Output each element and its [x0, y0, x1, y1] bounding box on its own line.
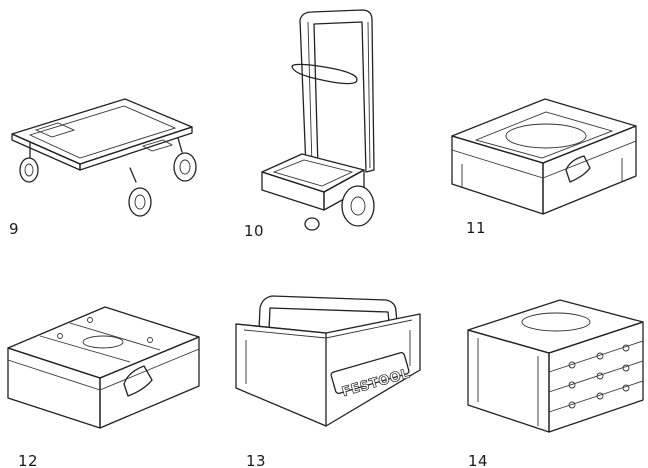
item-number: 11 — [466, 219, 487, 237]
dolly-board-icon — [0, 0, 210, 230]
item-number: 13 — [246, 452, 267, 468]
systainer-case-icon — [0, 0, 648, 240]
item-number: 9 — [9, 220, 20, 238]
item-number: 10 — [244, 222, 265, 240]
item-number: 12 — [18, 452, 39, 468]
item-number: 14 — [468, 452, 489, 468]
hand-truck-cart-icon — [0, 0, 648, 240]
systainer-case-flat-lid-icon — [0, 0, 210, 468]
